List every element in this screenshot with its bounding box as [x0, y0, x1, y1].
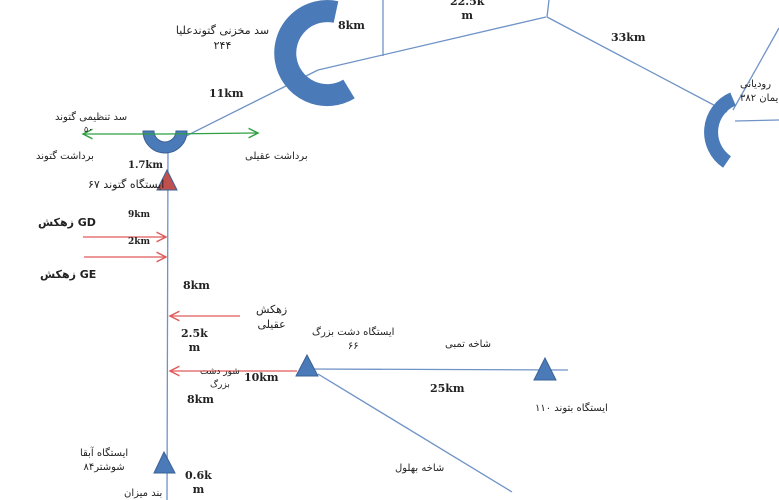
- distance-part: m: [192, 483, 205, 497]
- upper-gotvand-dam-icon: [274, 0, 355, 107]
- upper-gotvand-dam-label: سد مخزنی گتوندعلیا ۲۴۴: [175, 23, 270, 54]
- distance-label: 8km: [183, 279, 210, 292]
- station-aghili-label: ایستگاه آبقا شوشتر۸۴: [80, 447, 128, 475]
- distance-label: 1.7km: [128, 160, 163, 171]
- river-right-horizontal: [734, 119, 779, 122]
- withdrawal-gotvand-label: برداشت گتوند: [36, 151, 94, 162]
- dam-code: یمان ۳۸۲: [740, 93, 779, 104]
- distance-part: 2.5k: [181, 327, 208, 340]
- river-33km-reach: [546, 16, 728, 113]
- station-dasht-bozorg-label: ایستگاه دشت بزرگ ۶۶: [312, 326, 394, 354]
- drain-gd-label: زهکش GD: [38, 216, 96, 229]
- distance-label: 8km: [187, 393, 214, 406]
- dam-name: سد مخزنی گتوندعلیا: [175, 24, 270, 37]
- label-line: زهکش: [256, 303, 288, 316]
- river-upper-gotvand-reach: [317, 16, 547, 71]
- branch-tembi: [305, 368, 569, 371]
- distance-label: 2km: [128, 237, 151, 247]
- station-dasht-bozorg-icon: [295, 353, 319, 377]
- river-right-upstream: [732, 27, 779, 111]
- station-gotvand-icon: [156, 168, 178, 191]
- branch-bahloul-label: شاخه بهلول: [395, 463, 445, 474]
- distance-label: 11km: [209, 87, 244, 100]
- station-aghili-icon: [153, 450, 176, 474]
- regulating-dam-label: سد تنظیمی گتوند: [55, 112, 128, 123]
- station-gotvand-label: ایستگاه گتوند ۶۷: [88, 178, 165, 191]
- main-river-karun: [166, 144, 169, 500]
- station-name: ایستگاه آبقا: [80, 448, 129, 459]
- distance-label: 8km: [338, 19, 365, 32]
- drain-shour-label: شور دشت بزرگ: [200, 366, 240, 391]
- drain-aghili-label: زهکش عقیلی: [256, 302, 287, 333]
- regulating-dam-code: ۵۰: [84, 125, 93, 134]
- distance-label: 33km: [611, 31, 646, 44]
- dam-name: رودیانی: [740, 79, 772, 90]
- station-code: ۶۶: [347, 341, 359, 352]
- drain-ge-label: زهکش GE: [40, 268, 97, 281]
- regulating-dam-icon: [142, 130, 188, 154]
- withdrawal-arrow-right: [165, 133, 258, 134]
- weir-mizan-label: بند میزان: [124, 488, 163, 499]
- label-line: بزرگ: [209, 379, 230, 390]
- masjed-soleyman-dam-icon: [704, 92, 737, 168]
- dam-code: ۲۴۴: [213, 39, 232, 53]
- label-line: عقیلی: [257, 318, 286, 332]
- withdrawal-aghili-label: برداشت عقیلی: [245, 151, 308, 162]
- distance-label: 10km: [244, 371, 279, 384]
- distance-part: 22.5k: [450, 0, 485, 8]
- station-batvand-label: ایستگاه بتوند ۱۱۰: [535, 403, 608, 414]
- river-top-right: [546, 0, 550, 18]
- branch-tembi-label: شاخه تمبی: [445, 339, 492, 350]
- station-batvand-icon: [533, 356, 557, 381]
- distance-label: 25km: [430, 382, 465, 395]
- masjed-soleyman-dam-label: رودیانی یمان ۳۸۲: [740, 78, 778, 106]
- label-line: شور دشت: [200, 367, 240, 377]
- distance-part: 0.6k: [185, 469, 212, 482]
- distance-part: m: [188, 341, 201, 355]
- distance-label: 9km: [128, 210, 151, 220]
- station-name: ایستگاه دشت بزرگ: [312, 327, 395, 338]
- branch-bahloul: [317, 373, 513, 493]
- distance-part: m: [461, 9, 474, 23]
- station-code: شوشتر۸۴: [83, 462, 125, 473]
